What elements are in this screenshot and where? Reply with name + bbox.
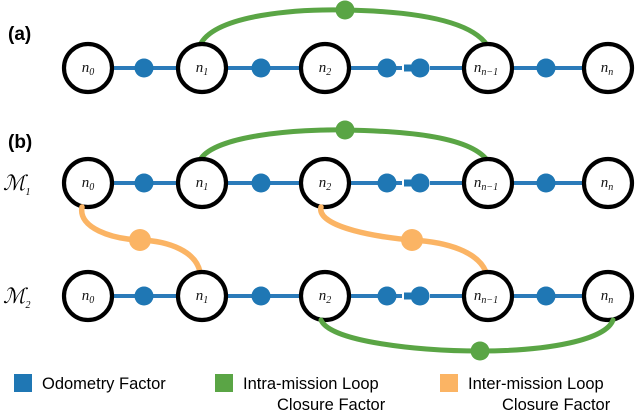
- ellipsis-marker-m2: [404, 292, 411, 300]
- node-m2-0[interactable]: [61, 269, 115, 323]
- odometry-factor-dot-a-4: [536, 58, 556, 78]
- node-m1-0-label: n0: [82, 175, 95, 193]
- mission-1-label: ℳ1: [3, 171, 30, 198]
- intra-mission-swatch-icon: [215, 374, 233, 392]
- node-m1-2[interactable]: [298, 156, 352, 210]
- node-a-1[interactable]: [175, 41, 229, 95]
- ellipsis-marker-m1: [404, 179, 411, 187]
- node-a-2[interactable]: [298, 41, 352, 95]
- node-a-n-label: nn: [601, 60, 614, 78]
- legend-item-odometry: Odometry Factor: [14, 374, 166, 393]
- intra-mission-factor-dot-b: [335, 120, 355, 140]
- node-a-n-minus-1[interactable]: [461, 41, 515, 95]
- node-m2-n[interactable]: [581, 269, 635, 323]
- node-m2-1[interactable]: [175, 269, 229, 323]
- mission-2-label: ℳ2: [3, 284, 30, 311]
- odometry-factor-dot-a-1: [251, 58, 271, 78]
- node-m2-2[interactable]: [298, 269, 352, 323]
- legend: Odometry Factor Intra-mission Loop Closu…: [14, 374, 611, 414]
- node-m1-n-minus-1-label: nn−1: [474, 175, 498, 193]
- mission-1-row: ℳ1 n0 n1 n2: [3, 156, 635, 210]
- intra-mission-factor-dot-b-bottom: [470, 341, 490, 361]
- inter-mission-factor-dot-1: [401, 229, 423, 251]
- ellipsis-marker-a: [404, 64, 411, 72]
- node-m2-1-label: n1: [196, 288, 209, 306]
- odometry-factor-dot-m1-0: [134, 173, 154, 193]
- legend-label-intra-mission: Intra-mission Loop: [243, 375, 379, 393]
- odometry-factor-dot-m2-2: [377, 286, 397, 306]
- node-a-n[interactable]: [581, 41, 635, 95]
- node-a-2-label: n2: [319, 60, 332, 78]
- panel-a: n0 n1 n2 nn−1 nn (a): [8, 0, 635, 95]
- inter-mission-swatch-icon: [440, 374, 458, 392]
- odometry-swatch-icon: [14, 374, 32, 392]
- panel-a-tag: (a): [8, 24, 31, 45]
- node-m2-n-label: nn: [601, 288, 614, 306]
- node-m2-2-label: n2: [319, 288, 332, 306]
- odometry-factor-dot-m1-1: [251, 173, 271, 193]
- odometry-factor-dot-m1-3: [410, 173, 430, 193]
- odometry-factor-dot-m1-4: [536, 173, 556, 193]
- node-m1-n[interactable]: [581, 156, 635, 210]
- legend-label-inter-mission: Inter-mission Loop: [468, 375, 604, 393]
- odometry-factor-dot-a-2: [377, 58, 397, 78]
- legend-label-odometry: Odometry Factor: [42, 375, 166, 393]
- node-m1-n-minus-1[interactable]: [461, 156, 515, 210]
- legend-label-inter-mission-line2: Closure Factor: [502, 396, 611, 414]
- odometry-factor-dot-m1-2: [377, 173, 397, 193]
- node-m1-2-label: n2: [319, 175, 332, 193]
- legend-item-intra-mission: Intra-mission Loop Closure Factor: [215, 374, 386, 414]
- node-m2-n-minus-1[interactable]: [461, 269, 515, 323]
- node-m1-1-label: n1: [196, 175, 209, 193]
- node-a-0-label: n0: [82, 60, 95, 78]
- odometry-factor-dot-m2-1: [251, 286, 271, 306]
- legend-item-inter-mission: Inter-mission Loop Closure Factor: [440, 374, 611, 414]
- odometry-factor-dot-m2-4: [536, 286, 556, 306]
- intra-mission-factor-dot-a: [335, 0, 355, 20]
- node-m1-1[interactable]: [175, 156, 229, 210]
- odometry-factor-dot-m2-0: [134, 286, 154, 306]
- panel-b-tag: (b): [8, 132, 32, 153]
- inter-mission-factor-dot-0: [129, 229, 151, 251]
- node-m1-0[interactable]: [61, 156, 115, 210]
- legend-label-intra-mission-line2: Closure Factor: [277, 396, 386, 414]
- node-m2-0-label: n0: [82, 288, 95, 306]
- node-a-0[interactable]: [61, 41, 115, 95]
- odometry-factor-dot-a-3: [410, 58, 430, 78]
- node-a-n-minus-1-label: nn−1: [474, 60, 498, 78]
- intra-mission-arc-b-bottom: [318, 317, 616, 354]
- node-m2-n-minus-1-label: nn−1: [474, 288, 498, 306]
- mission-2-row: ℳ2 n0 n1 n2: [3, 269, 635, 323]
- node-a-1-label: n1: [196, 60, 209, 78]
- odometry-factor-dot-a-0: [134, 58, 154, 78]
- odometry-factor-dot-m2-3: [410, 286, 430, 306]
- node-m1-n-label: nn: [601, 175, 614, 193]
- panel-b: (b) ℳ1 n0 n1: [3, 120, 635, 361]
